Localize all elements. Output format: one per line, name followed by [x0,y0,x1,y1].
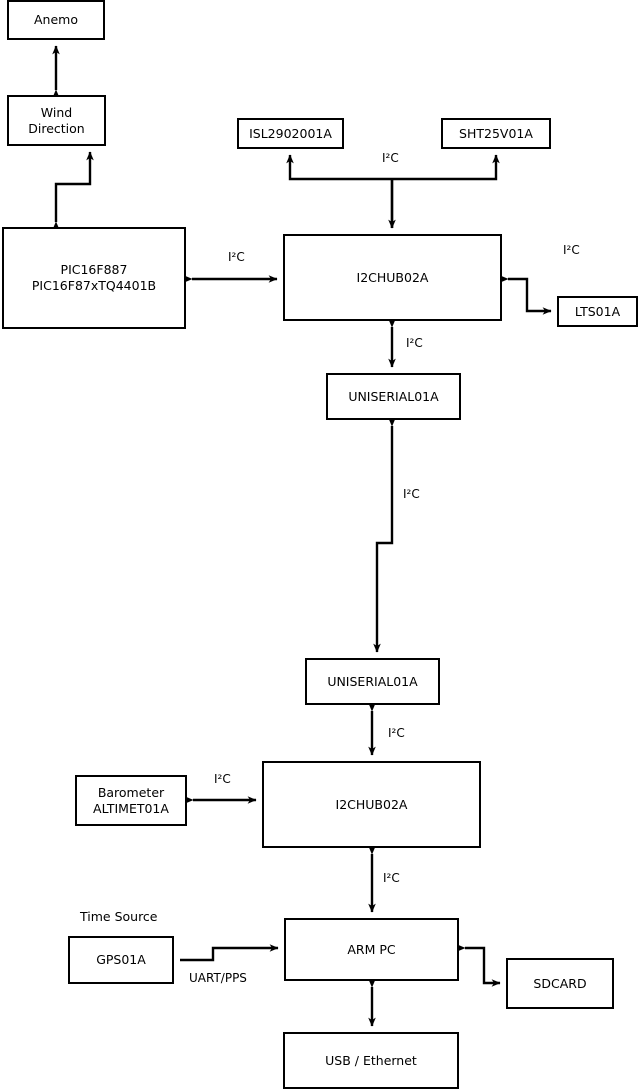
edge-label-i2c-sensor-bus: I²C [382,151,399,165]
wire-uniserial-to-uniserial [373,417,396,653]
node-i2chub02a-bottom[interactable]: I2CHUB02A [262,761,481,848]
node-isl2902001a[interactable]: ISL2902001A [237,118,344,149]
node-anemo[interactable]: Anemo [7,0,105,40]
edge-label-i2c-hub-to-uniserial: I²C [406,336,423,350]
node-i2chub02a-top-label: I2CHUB02A [356,269,429,285]
wire-pic-to-wind [52,151,94,231]
node-arm-pc[interactable]: ARM PC [284,918,459,981]
node-uniserial01a-bottom-label: UNISERIAL01A [327,673,418,689]
edge-label-i2c-pic-to-hub: I²C [228,250,245,264]
node-barometer-altimet01a[interactable]: Barometer ALTIMET01A [75,775,187,826]
edge-label-i2c-hub2-to-armpc: I²C [383,871,400,885]
node-sdcard[interactable]: SDCARD [506,958,614,1009]
node-usb-ethernet-label: USB / Ethernet [325,1052,417,1068]
node-sdcard-label: SDCARD [533,975,587,991]
node-pic-microcontroller[interactable]: PIC16F887 PIC16F87xTQ4401B [2,227,186,329]
node-lts01a-label: LTS01A [574,303,621,319]
wire-gps-to-armpc [180,944,279,962]
node-sht25v01a-label: SHT25V01A [459,125,533,141]
node-usb-ethernet[interactable]: USB / Ethernet [283,1032,459,1089]
node-uniserial01a-bottom[interactable]: UNISERIAL01A [305,658,440,705]
node-gps01a[interactable]: GPS01A [68,936,174,984]
wire-hub-to-lts [499,275,552,315]
edge-label-i2c-barometer: I²C [214,772,231,786]
edge-label-i2c-hub-to-lts: I²C [563,243,580,257]
node-wind-direction[interactable]: Wind Direction [7,95,106,146]
node-lts01a[interactable]: LTS01A [557,296,638,327]
wire-hub-to-isl [286,154,392,181]
node-gps01a-label: GPS01A [96,952,146,968]
wire-hub-to-sht [392,154,500,181]
node-barometer-altimet01a-label: Barometer ALTIMET01A [93,784,169,816]
node-anemo-label: Anemo [34,12,78,28]
node-arm-pc-label: ARM PC [347,941,396,957]
edge-label-i2c-uniserial-link: I²C [403,487,420,501]
node-i2chub02a-bottom-label: I2CHUB02A [335,796,408,812]
node-uniserial01a-top-label: UNISERIAL01A [348,388,439,404]
node-pic-microcontroller-label: PIC16F887 PIC16F87xTQ4401B [31,262,157,293]
node-wind-direction-label: Wind Direction [28,104,85,136]
label-time-source: Time Source [80,909,158,924]
node-isl2902001a-label: ISL2902001A [249,125,332,141]
node-sht25v01a[interactable]: SHT25V01A [441,118,551,149]
node-i2chub02a-top[interactable]: I2CHUB02A [283,234,502,321]
wire-armpc-to-sdcard [456,944,501,987]
node-uniserial01a-top[interactable]: UNISERIAL01A [326,373,461,420]
edge-label-uart-pps: UART/PPS [189,971,247,985]
edge-label-i2c-uniserial-to-hub2: I²C [388,726,405,740]
